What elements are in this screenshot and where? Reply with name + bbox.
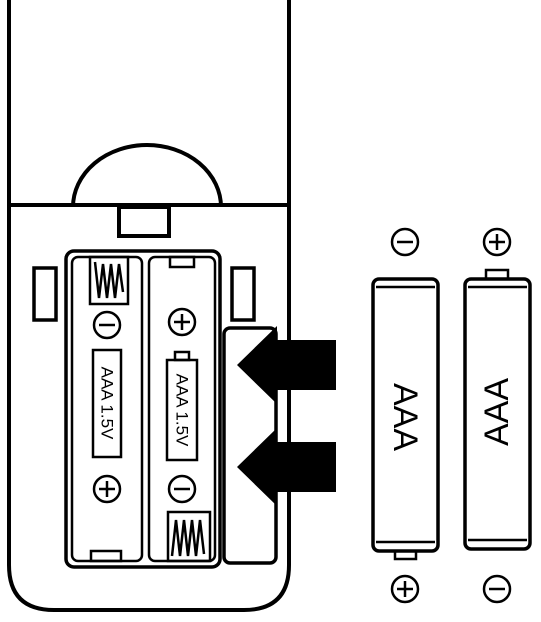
plus-icon xyxy=(167,307,197,337)
slot-left-label: AAA 1.5V xyxy=(98,367,117,440)
remote-dome xyxy=(71,143,223,208)
minus-icon xyxy=(167,474,197,504)
slot-right-label: AAA 1.5V xyxy=(173,374,192,447)
cover-latch-tab xyxy=(117,205,171,238)
spring-left-top xyxy=(88,255,130,306)
battery-aaa-left: AAA xyxy=(371,227,440,604)
plus-icon xyxy=(92,474,122,504)
right-side-notch xyxy=(230,266,256,322)
contact-left-bottom xyxy=(89,549,123,563)
battery-body xyxy=(463,277,532,551)
battery-label: AAA xyxy=(478,378,516,446)
minus-icon xyxy=(482,574,512,604)
compartment-outer xyxy=(64,249,222,569)
contact-right-top xyxy=(168,255,196,269)
left-side-notch xyxy=(32,266,58,322)
battery-label: AAA xyxy=(386,383,424,451)
spring-right-bottom xyxy=(166,510,212,563)
minus-icon xyxy=(390,227,420,257)
battery-aaa-right: AAA xyxy=(463,227,532,604)
slot-left-label-box: AAA 1.5V xyxy=(91,348,123,459)
battery-terminal xyxy=(393,549,418,561)
battery-cover-outline xyxy=(7,203,291,612)
minus-icon xyxy=(92,310,122,340)
insert-arrow-lower xyxy=(237,428,336,506)
plus-icon xyxy=(482,227,512,257)
slot-right-label-box: AAA 1.5V xyxy=(165,350,199,462)
insert-arrow-upper xyxy=(237,326,336,404)
plus-icon xyxy=(390,574,420,604)
